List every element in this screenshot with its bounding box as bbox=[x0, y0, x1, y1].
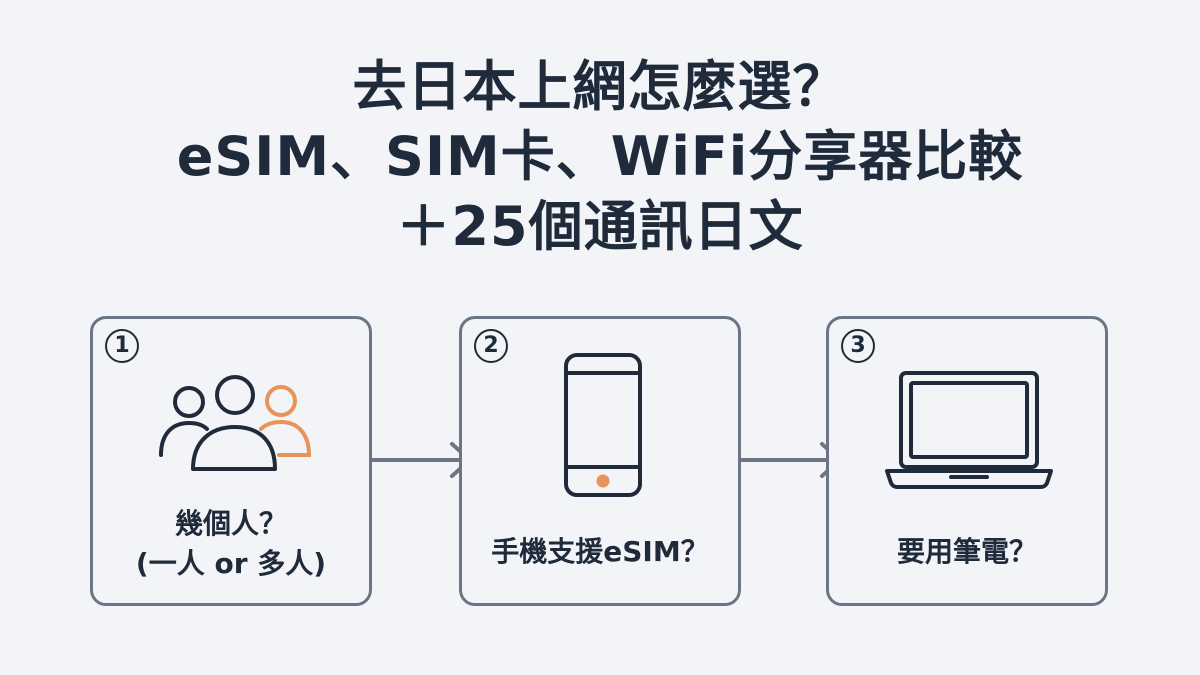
page-title: 去日本上網怎麼選？ eSIM、SIM卡、WiFi分享器比較 ＋25個通訊日文 bbox=[0, 52, 1200, 262]
step-card-2: 2 手機支援eSIM？ bbox=[459, 316, 741, 606]
title-line-2: eSIM、SIM卡、WiFi分享器比較 bbox=[176, 125, 1024, 188]
step-card-3: 3 要用筆電？ bbox=[826, 316, 1108, 606]
step-label-1: 幾個人？ bbox=[174, 507, 287, 540]
step-sublabel-1: (一人 or 多人) bbox=[135, 547, 327, 580]
laptop-icon bbox=[885, 371, 1053, 489]
people-icon bbox=[159, 375, 312, 471]
step-number-3: 3 bbox=[841, 329, 875, 363]
smartphone-icon bbox=[564, 353, 642, 497]
step-number-2: 2 bbox=[474, 329, 508, 363]
step-card-1: 1 幾個人？ (一人 or 多人) bbox=[90, 316, 372, 606]
title-line-3: ＋25個通訊日文 bbox=[396, 195, 804, 258]
step-label-2: 手機支援eSIM？ bbox=[491, 535, 709, 568]
step-number-1: 1 bbox=[105, 329, 139, 363]
title-line-1: 去日本上網怎麼選？ bbox=[352, 55, 848, 118]
step-label-3: 要用筆電？ bbox=[896, 535, 1037, 568]
